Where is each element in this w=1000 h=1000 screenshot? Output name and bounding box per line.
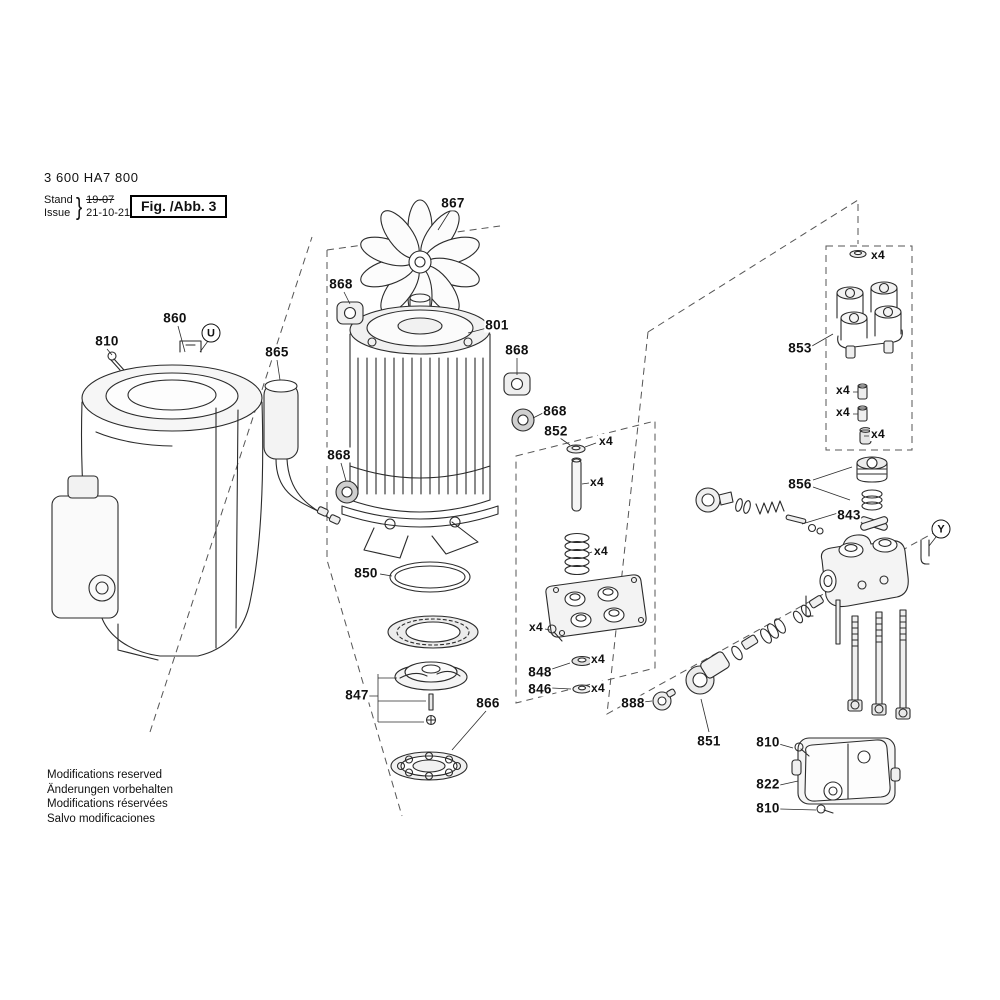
callout-Y: Y	[931, 519, 951, 539]
part-number-label-801: 801	[484, 317, 510, 333]
bearing-866-drawing	[390, 751, 468, 781]
revision-block: Stand Issue } 19-07 21-10-21	[44, 194, 130, 220]
modifications-notice: Modifications reserved Änderungen vorbeh…	[47, 768, 173, 827]
part-number-label-867: 867	[440, 195, 466, 211]
part-number-label-852: 852	[543, 423, 569, 439]
part-number-label-843: 843	[836, 507, 862, 523]
fan-867-drawing	[360, 199, 480, 325]
footer-line-fr: Modifications réservées	[47, 798, 168, 811]
seal-ring-drawing	[387, 615, 479, 649]
bolts-drawing	[835, 599, 911, 720]
valve-kit-852-drawing	[545, 444, 647, 694]
part-number-label-822: 822	[755, 776, 781, 792]
footer-line-es: Salvo modificaciones	[47, 813, 156, 826]
part-number-label-868: 868	[504, 342, 530, 358]
quantity-label: x4	[598, 434, 614, 448]
grommet-868-drawings	[335, 301, 535, 504]
issue-label: Issue	[44, 207, 71, 219]
quantity-label: x4	[870, 427, 886, 441]
part-number-label-847: 847	[344, 687, 370, 703]
valve-856-drawing	[856, 456, 889, 531]
part-number-label-850: 850	[353, 565, 379, 581]
part-number-label-810: 810	[94, 333, 120, 349]
injector-843-drawing	[695, 487, 824, 535]
part-number-label-866: 866	[475, 695, 501, 711]
part-number-label-865: 865	[264, 344, 290, 360]
leader-lines	[106, 210, 937, 811]
part-number-label-846: 846	[527, 681, 553, 697]
footer-line-de: Änderungen vorbehalten	[47, 783, 173, 796]
part-number-label-868: 868	[328, 276, 354, 292]
screw-810-left-drawing	[107, 351, 125, 371]
impeller-847-drawing	[394, 661, 468, 726]
callout-U: U	[201, 323, 221, 343]
part-number-label-868: 868	[542, 403, 568, 419]
quantity-label: x4	[870, 248, 886, 262]
quantity-label: x4	[835, 405, 851, 419]
quantity-label: x4	[835, 383, 851, 397]
quantity-label: x4	[590, 681, 606, 695]
group-boundary-lines	[149, 199, 936, 817]
quantity-label: x4	[528, 620, 544, 634]
o-ring-850-drawing	[389, 561, 471, 593]
part-number-label-851: 851	[696, 733, 722, 749]
part-number-label-856: 856	[787, 476, 813, 492]
part-number-label-853: 853	[787, 340, 813, 356]
footer-line-en: Modifications reserved	[47, 769, 163, 781]
issue-value: 21-10-21	[86, 207, 131, 219]
revision-brace: }	[75, 192, 83, 221]
coupling-851-drawing	[652, 595, 824, 711]
quantity-label: x4	[593, 544, 609, 558]
stand-label: Stand	[44, 194, 73, 206]
part-number-label-810: 810	[755, 800, 781, 816]
type-number: 3 600 HA7 800	[44, 170, 139, 185]
quantity-label: x4	[589, 475, 605, 489]
part-number-label-860: 860	[162, 310, 188, 326]
quantity-label: x4	[590, 652, 606, 666]
part-number-label-888: 888	[620, 695, 646, 711]
base-housing-822-drawing	[791, 737, 901, 814]
stand-value: 19-07	[86, 194, 115, 206]
figure-label: Fig. /Abb. 3	[130, 195, 228, 218]
capacitor-865-drawing	[263, 379, 341, 525]
part-number-label-868: 868	[326, 447, 352, 463]
part-number-label-848: 848	[527, 664, 553, 680]
part-number-label-810: 810	[755, 734, 781, 750]
motor-801-drawing	[341, 293, 499, 559]
pump-cover-860-drawing	[51, 340, 264, 661]
valve-manifold-853-drawing	[836, 249, 903, 445]
pump-head-drawing	[805, 534, 930, 617]
